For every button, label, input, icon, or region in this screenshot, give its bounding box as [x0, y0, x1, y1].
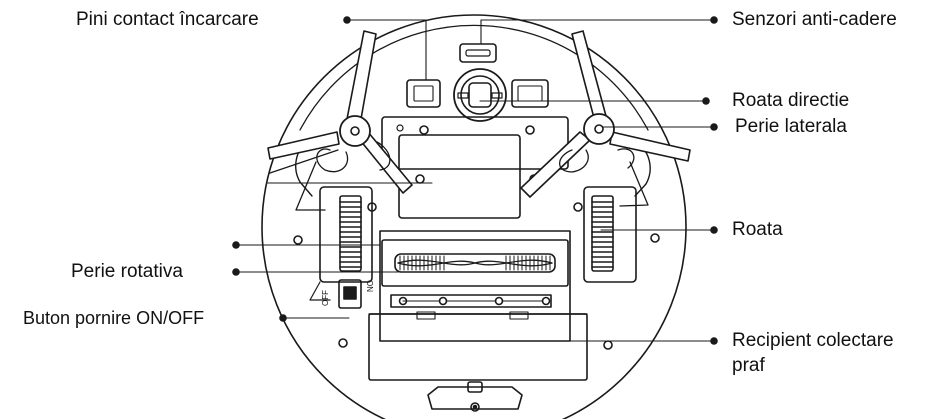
- main-brush: [379, 230, 571, 342]
- label-caster-wheel: Roata directie: [732, 90, 850, 111]
- label-main-brush: Perie rotativa: [71, 261, 183, 282]
- leader-cliff-sensors: [480, 19, 715, 45]
- side-brush-right: [520, 30, 691, 207]
- leader-charging-pins: [346, 19, 427, 81]
- caster-wheel-housing: [453, 68, 507, 122]
- caster-wheel: [468, 82, 492, 108]
- bottom-handle: [427, 381, 523, 412]
- robot-body-inner-rim: [299, 24, 649, 131]
- leader-dots: [232, 16, 718, 345]
- dustbin: [368, 311, 588, 381]
- charging-contact-left: [406, 79, 441, 108]
- label-dustbin-line2: praf: [732, 355, 765, 376]
- label-power-switch: Buton pornire ON/OFF: [23, 308, 205, 328]
- label-side-brush: Perie laterala: [735, 116, 847, 137]
- switch-off-text: OFF: [321, 290, 330, 306]
- power-switch[interactable]: [338, 279, 362, 309]
- left-wheel: [309, 186, 373, 301]
- side-brush-left: [267, 30, 413, 211]
- leader-lines: [235, 19, 715, 342]
- right-wheel: [583, 186, 637, 283]
- label-cliff-sensors: Senzori anti-cadere: [732, 9, 897, 30]
- label-dustbin-line1: Recipient colectare: [732, 330, 894, 351]
- switch-on-text: ON: [365, 280, 374, 292]
- front-cliff-sensor: [459, 43, 497, 63]
- label-wheel: Roata: [732, 219, 783, 240]
- label-charging-pins: Pini contact încarcare: [76, 9, 259, 30]
- charging-contact-right: [511, 79, 549, 108]
- robot-body-outline: [261, 14, 687, 419]
- battery-cover-upper: [381, 116, 569, 170]
